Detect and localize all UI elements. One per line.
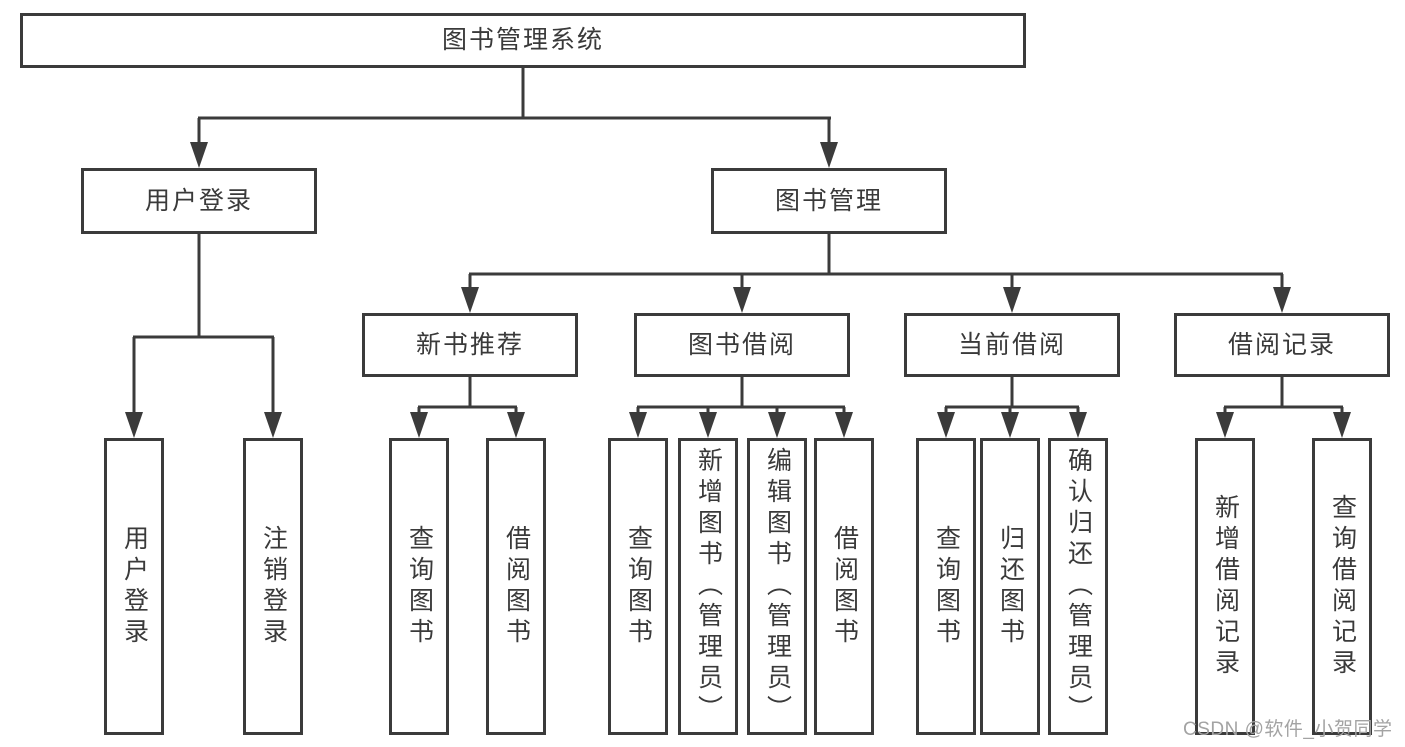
leaf-edit-books-admin: 编辑图书（管理员）	[747, 438, 807, 735]
arrow-down-icon	[733, 287, 751, 313]
connector-new-books-to-leaves	[417, 377, 518, 414]
leaf-query-books-2-label: 查询图书	[624, 524, 653, 649]
leaf-user-login-label: 用户登录	[120, 524, 149, 649]
csdn-watermark: CSDN @软件_小贺同学	[1183, 719, 1393, 740]
node-book-management: 图书管理	[711, 168, 947, 234]
node-borrow-records: 借阅记录	[1174, 313, 1390, 377]
leaf-borrow-books-2-label: 借阅图书	[830, 524, 859, 649]
leaf-add-borrow-record-label: 新增借阅记录	[1211, 493, 1240, 680]
leaf-edit-books-admin-label: 编辑图书（管理员）	[763, 447, 792, 726]
arrow-down-icon	[1069, 412, 1087, 438]
connector-user-login-to-leaves	[132, 234, 275, 414]
connector-records-to-leaves	[1223, 377, 1344, 414]
arrow-down-icon	[629, 412, 647, 438]
node-root-system: 图书管理系统	[20, 13, 1026, 68]
connector-book-mgmt-to-level3	[468, 234, 1284, 289]
node-user-login-label: 用户登录	[144, 186, 253, 215]
leaf-query-borrow-record: 查询借阅记录	[1312, 438, 1372, 735]
node-new-book-recommend-label: 新书推荐	[415, 330, 524, 359]
leaf-query-books-1-label: 查询图书	[405, 524, 434, 649]
leaf-return-books-label: 归还图书	[996, 524, 1025, 649]
arrow-down-icon	[835, 412, 853, 438]
arrow-down-icon	[125, 412, 143, 438]
arrowheads	[125, 142, 1351, 438]
leaf-add-books-admin-label: 新增图书（管理员）	[694, 447, 723, 726]
leaf-add-books-admin: 新增图书（管理员）	[678, 438, 738, 735]
arrow-down-icon	[1003, 287, 1021, 313]
leaf-confirm-return-admin-label: 确认归还（管理员）	[1064, 447, 1093, 726]
connector-root-to-level2	[197, 68, 831, 144]
leaf-logout: 注销登录	[243, 438, 303, 735]
arrow-down-icon	[768, 412, 786, 438]
connector-book-borrow-to-leaves	[636, 377, 846, 414]
leaf-query-books-1: 查询图书	[389, 438, 449, 735]
leaf-query-books-3: 查询图书	[916, 438, 976, 735]
node-user-login: 用户登录	[81, 168, 317, 234]
arrow-down-icon	[264, 412, 282, 438]
arrow-down-icon	[1333, 412, 1351, 438]
leaf-confirm-return-admin: 确认归还（管理员）	[1048, 438, 1108, 735]
leaf-borrow-books-1-label: 借阅图书	[502, 524, 531, 649]
node-current-borrowing: 当前借阅	[904, 313, 1120, 377]
arrow-down-icon	[190, 142, 208, 168]
leaf-add-borrow-record: 新增借阅记录	[1195, 438, 1255, 735]
arrow-down-icon	[1216, 412, 1234, 438]
node-book-management-label: 图书管理	[774, 186, 883, 215]
arrow-down-icon	[461, 287, 479, 313]
node-current-borrowing-label: 当前借阅	[957, 330, 1066, 359]
leaf-user-login: 用户登录	[104, 438, 164, 735]
arrow-down-icon	[937, 412, 955, 438]
leaf-query-books-2: 查询图书	[608, 438, 668, 735]
leaf-borrow-books-1: 借阅图书	[486, 438, 546, 735]
leaf-return-books: 归还图书	[980, 438, 1040, 735]
node-book-borrowing: 图书借阅	[634, 313, 850, 377]
leaf-borrow-books-2: 借阅图书	[814, 438, 874, 735]
arrow-down-icon	[410, 412, 428, 438]
arrow-down-icon	[1273, 287, 1291, 313]
node-book-borrowing-label: 图书借阅	[687, 330, 796, 359]
node-borrow-records-label: 借阅记录	[1227, 330, 1336, 359]
leaf-logout-label: 注销登录	[259, 524, 288, 649]
node-root-label: 图书管理系统	[441, 26, 604, 54]
leaf-query-books-3-label: 查询图书	[932, 524, 961, 649]
arrow-down-icon	[507, 412, 525, 438]
leaf-query-borrow-record-label: 查询借阅记录	[1328, 493, 1357, 680]
arrow-down-icon	[699, 412, 717, 438]
arrow-down-icon	[1001, 412, 1019, 438]
connector-current-borrow-to-leaves	[944, 377, 1080, 414]
node-new-book-recommend: 新书推荐	[362, 313, 578, 377]
arrow-down-icon	[820, 142, 838, 168]
